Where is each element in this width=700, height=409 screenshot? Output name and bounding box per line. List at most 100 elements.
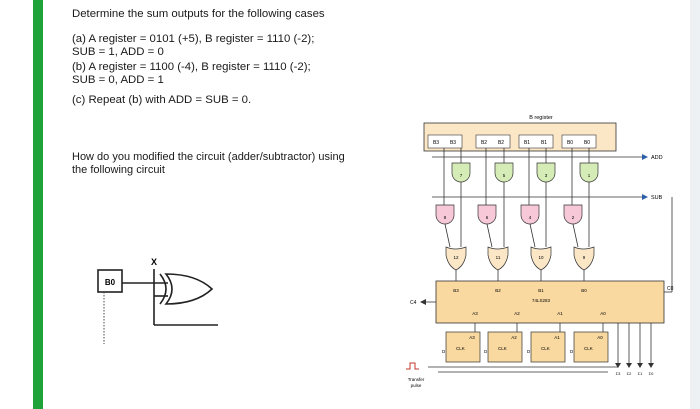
followup-line-1: How do you modified the circuit (adder/s… (72, 151, 345, 163)
c0-label: C0 (667, 286, 674, 292)
b-bit-label: B3 (433, 140, 439, 146)
and-gate-label: 2 (572, 215, 575, 220)
b-register-cell (518, 134, 554, 149)
and-gate-green (494, 162, 514, 183)
sum-arrow (615, 363, 621, 368)
flip-flop-a2 (487, 331, 523, 363)
add-arrow (642, 154, 648, 160)
question-line-b2: SUB = 0, ADD = 1 (72, 74, 164, 86)
adder-b-input-label: B2 (495, 288, 501, 293)
ff-d-label: D (527, 349, 531, 354)
question-title: Determine the sum outputs for the follow… (72, 8, 325, 20)
b-bit-label: B2 (498, 140, 504, 146)
and-gate-green (536, 162, 556, 183)
adder-a-input-label: A3 (472, 311, 478, 316)
and-gate-pink (477, 204, 497, 225)
question-line-a1: (a) A register = 0101 (+5), B register =… (72, 33, 315, 45)
and-to-or-wire (529, 223, 536, 248)
b-register-cell (427, 134, 463, 149)
or-gate-label: 11 (496, 255, 501, 260)
b-bit-label: B1 (524, 140, 530, 146)
or-gate (445, 246, 467, 271)
ff-clk-label: CLK (541, 346, 550, 351)
and-gate-pink (563, 204, 583, 225)
flip-flop-a1 (530, 331, 566, 363)
sum-label: Σ2 (627, 371, 632, 376)
adder-a-input-label: A2 (514, 311, 520, 316)
transfer-pulse-label-1: Transfer (408, 377, 425, 382)
chip-name: 74LS283 (532, 298, 551, 303)
b-register-title: B register (529, 115, 553, 121)
and-to-or-wire (572, 223, 579, 248)
and-gate-pink (435, 204, 455, 225)
ff-clk-label: CLK (498, 346, 507, 351)
and-gate-green (579, 162, 599, 183)
or-gate (487, 246, 509, 271)
b-bit-label: B3 (450, 140, 456, 146)
b-register-cell (561, 134, 597, 149)
ff-d-label: D (442, 349, 446, 354)
adder-chip-74ls283 (435, 280, 665, 324)
or-gate-label: 10 (538, 255, 544, 260)
ff-d-label: D (484, 349, 488, 354)
right-border (690, 0, 700, 409)
adder-a-input-label: A1 (557, 311, 563, 316)
ff-label: A2 (511, 335, 517, 340)
and-gate-label: 8 (444, 215, 447, 220)
and-gate-label: 3 (545, 173, 548, 178)
flip-flop-a0 (573, 331, 609, 363)
x-label: X (151, 257, 157, 267)
and-gate-label: 4 (529, 215, 532, 220)
b0-box (97, 269, 123, 293)
b-register-cell (475, 134, 511, 149)
c4-arrow (420, 299, 426, 305)
and-to-or-wire (486, 223, 493, 248)
add-label: ADD (651, 155, 663, 161)
sum-arrow (648, 363, 654, 368)
or-gate-label: 12 (453, 255, 459, 260)
b-bit-label: B0 (567, 140, 573, 146)
sum-label: Σ1 (638, 371, 643, 376)
flip-flop-a3 (445, 331, 481, 363)
sub-label: SUB (651, 195, 663, 201)
adder-b-input-label: B0 (581, 288, 587, 293)
or-gate-label: 9 (583, 255, 586, 260)
question-line-a2: SUB = 1, ADD = 0 (72, 46, 164, 58)
b-bit-label: B0 (584, 140, 590, 146)
a-register: A3 A2 A1 A0 D D D D CLK CLK CLK CLK (442, 331, 609, 363)
adder-a-input-label: A0 (600, 311, 606, 316)
adder-b-input-label: B1 (538, 288, 544, 293)
adder-subtractor-circuit: B register B3 B3 B2 B2 B1 B1 B0 B0 ADD S… (406, 115, 674, 388)
and-gate-pink (520, 204, 540, 225)
xor-gate-body (164, 273, 214, 305)
question-line-c: (c) Repeat (b) with ADD = SUB = 0. (72, 94, 252, 106)
question-line-b1: (b) A register = 1100 (-4), B register =… (72, 61, 311, 73)
sum-arrow (626, 363, 632, 368)
ff-label: A3 (469, 335, 475, 340)
followup-line-2: the following circuit (72, 164, 165, 176)
b-register-cells: B3 B3 B2 B2 B1 B1 B0 B0 (427, 134, 597, 149)
sum-label: Σ0 (649, 371, 654, 376)
and-gate-label: 1 (588, 173, 591, 178)
xor-gate-back-curve (159, 273, 167, 305)
and-gate-label: 5 (503, 173, 506, 178)
sum-label: Σ3 (616, 371, 621, 376)
ff-d-label: D (570, 349, 574, 354)
and-gate-green (451, 162, 471, 183)
adder-b-input-label: B3 (453, 288, 459, 293)
sum-arrow (637, 363, 643, 368)
or-gate (573, 246, 595, 271)
b0-box-label: B0 (105, 278, 116, 287)
c4-label: C4 (410, 300, 417, 306)
transfer-pulse-label-2: pulse (411, 383, 422, 388)
and-gate-label: 6 (486, 215, 489, 220)
sub-arrow (642, 194, 648, 200)
xor-gate-figure: B0 X (97, 257, 218, 344)
ff-label: A1 (554, 335, 560, 340)
left-accent-bar (33, 0, 43, 409)
b-bit-label: B1 (541, 140, 547, 146)
ff-clk-label: CLK (456, 346, 465, 351)
transfer-pulse-symbol (406, 362, 419, 370)
b-bit-label: B2 (481, 140, 487, 146)
